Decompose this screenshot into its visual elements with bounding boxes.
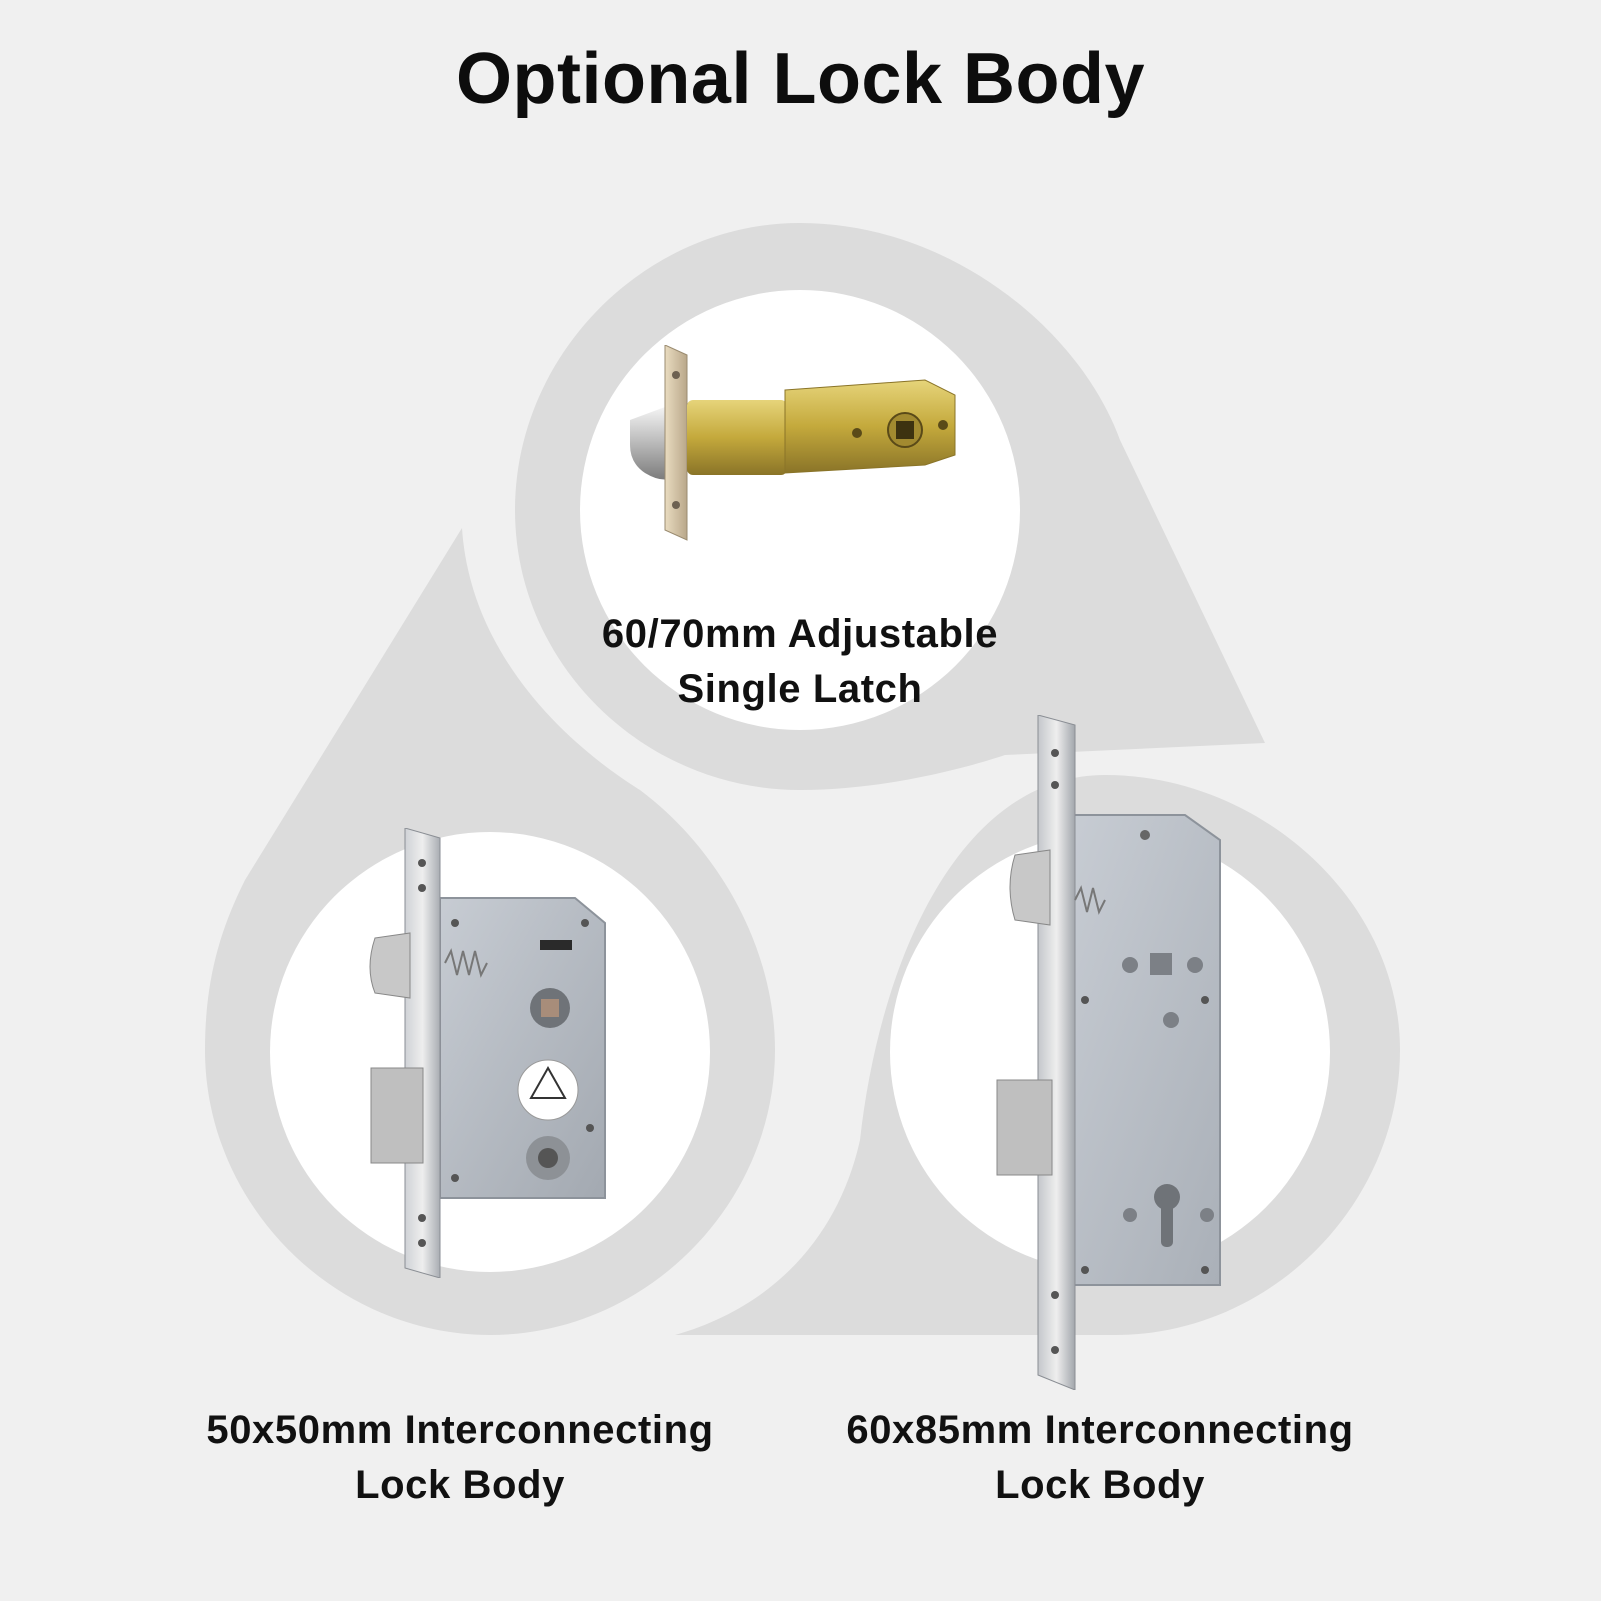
caption-single-latch: 60/70mm Adjustable Single Latch xyxy=(520,607,1080,717)
latch-bolt-icon xyxy=(630,345,956,541)
caption-lock-body-50x50: 50x50mm Interconnecting Lock Body xyxy=(150,1403,770,1513)
caption-line2: Lock Body xyxy=(355,1463,565,1507)
euro-mortise-lock-icon xyxy=(996,715,1221,1390)
mortise-lock-icon xyxy=(369,828,606,1278)
caption-line2: Single Latch xyxy=(677,667,923,711)
caption-line1: 50x50mm Interconnecting xyxy=(206,1408,714,1452)
caption-line1: 60/70mm Adjustable xyxy=(601,612,999,656)
page-title: Optional Lock Body xyxy=(455,39,1146,119)
caption-lock-body-60x85: 60x85mm Interconnecting Lock Body xyxy=(790,1403,1410,1513)
caption-line1: 60x85mm Interconnecting xyxy=(846,1408,1354,1452)
caption-line2: Lock Body xyxy=(995,1463,1205,1507)
